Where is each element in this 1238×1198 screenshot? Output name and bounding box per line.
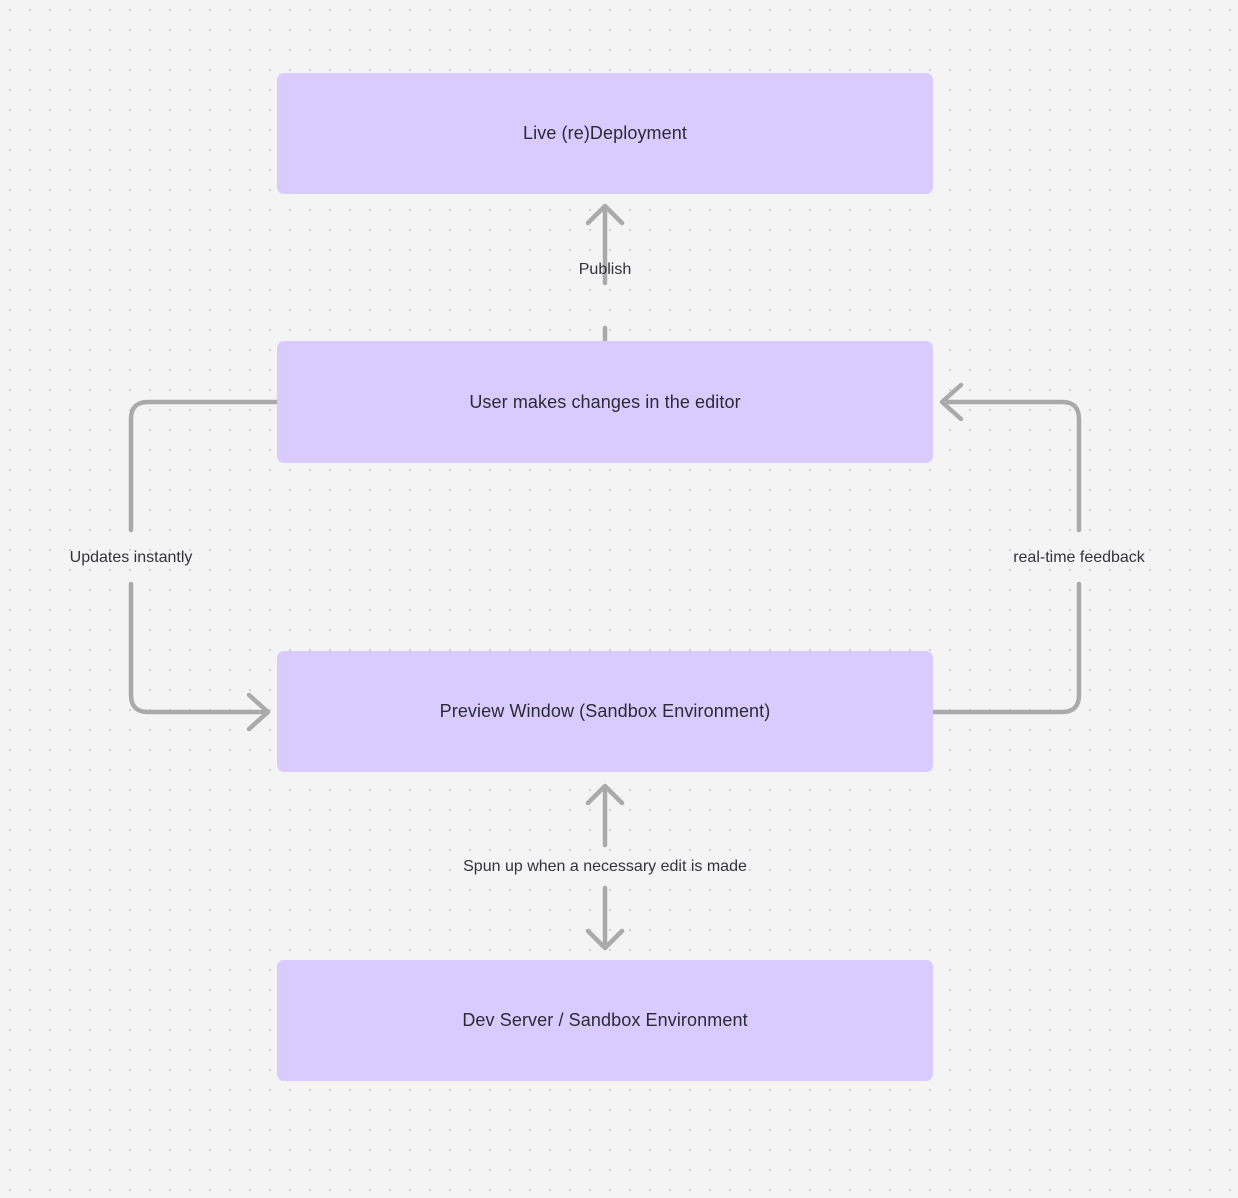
node-user-edits-label: User makes changes in the editor — [469, 391, 741, 412]
node-user-edits[interactable]: User makes changes in the editor — [277, 341, 933, 463]
node-dev-server-label: Dev Server / Sandbox Environment — [462, 1010, 748, 1031]
edge-label-spun-up: Spun up when a necessary edit is made — [463, 858, 747, 875]
edge-label-updates-instantly: Updates instantly — [69, 549, 193, 566]
node-preview-window-label: Preview Window (Sandbox Environment) — [439, 701, 771, 722]
edge-label-publish: Publish — [578, 261, 632, 278]
node-dev-server[interactable]: Dev Server / Sandbox Environment — [277, 960, 933, 1081]
node-live-deployment-label: Live (re)Deployment — [523, 123, 687, 144]
node-live-deployment[interactable]: Live (re)Deployment — [277, 73, 933, 194]
edge-label-real-time-feedback: real-time feedback — [1013, 549, 1145, 566]
node-preview-window[interactable]: Preview Window (Sandbox Environment) — [277, 651, 933, 772]
